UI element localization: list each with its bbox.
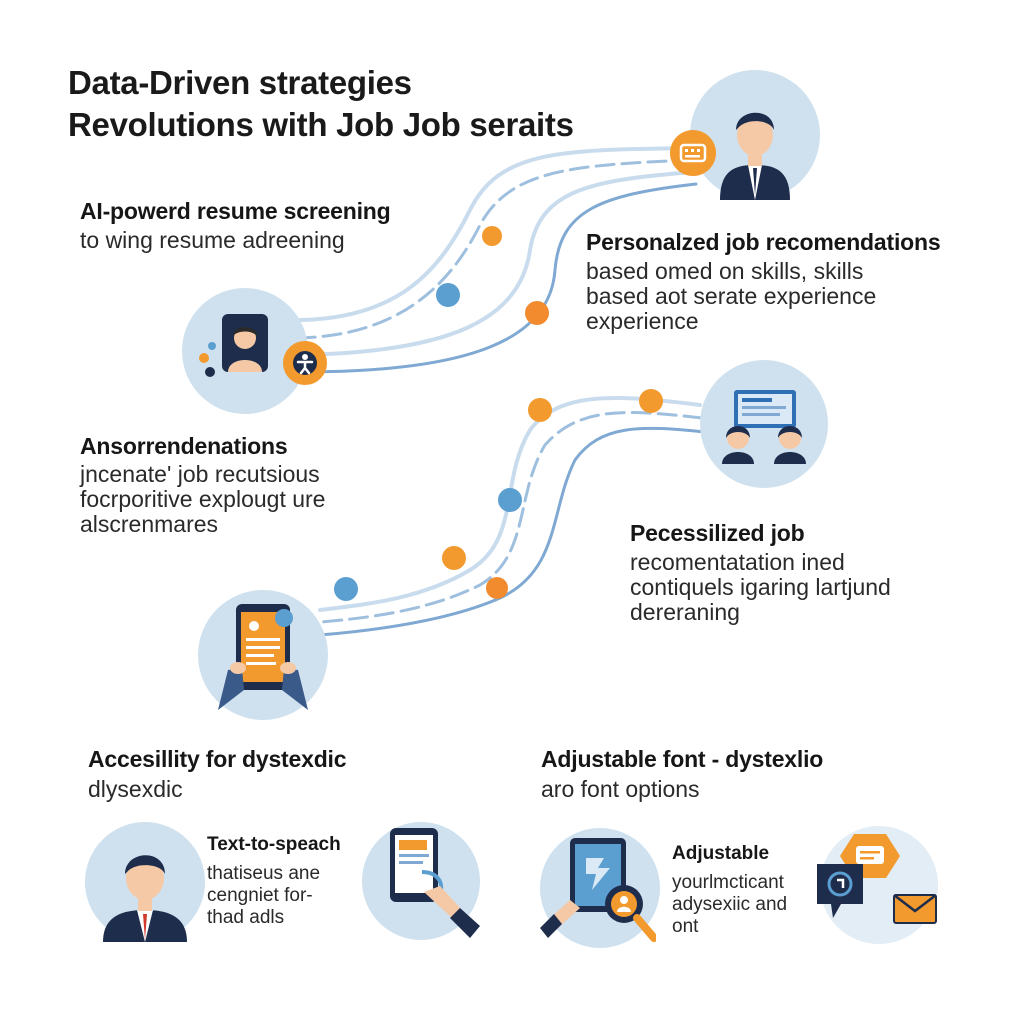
tablet-magnifier-icon xyxy=(540,828,660,948)
page-title: Data-Driven strategies Revolutions with … xyxy=(68,62,574,146)
title-line-2: Revolutions with Job Job seraits xyxy=(68,106,574,143)
personalized-body-2: based aot serate experience xyxy=(586,283,877,309)
keyboard-icon xyxy=(670,130,716,176)
tts-body-3: thad adls xyxy=(207,907,285,928)
ansor-body-2: focrporitive explougt ure xyxy=(80,486,326,512)
tablet-document-icon xyxy=(198,590,328,720)
adjustable-font-body: aro font options xyxy=(541,776,700,802)
accessibility-heading: Accesillity for dystexdic xyxy=(88,746,347,772)
adjustable-font-heading: Adjustable font - dystexlio xyxy=(541,746,824,772)
ansor-body-1: jncenate' job recutsious xyxy=(80,461,320,487)
adjustable-body-1: yourlmcticant xyxy=(672,872,784,893)
pecessilized-heading: Pecessilized job xyxy=(630,520,805,546)
businessman-icon xyxy=(690,70,820,200)
tablet-hand-icon xyxy=(362,822,480,940)
tts-heading: Text-to-speach xyxy=(207,834,341,855)
magnifier-icon xyxy=(600,880,656,944)
ansor-heading: Ansorrendenations xyxy=(80,433,288,459)
adjustable-heading: Adjustable xyxy=(672,843,770,864)
pecessilized-body-3: dereraning xyxy=(630,599,740,625)
tts-body-2: cengniet for- xyxy=(207,885,313,906)
pecessilized-body-2: contiquels igaring lartjund xyxy=(630,574,891,600)
adjustable-body-3: ont xyxy=(672,916,699,937)
tts-body-1: thatiseus ane xyxy=(207,863,321,884)
chat-icon xyxy=(815,860,865,922)
personalized-heading: Personalzed job recomendations xyxy=(586,229,941,255)
accessibility-body: dlysexdic xyxy=(88,776,183,802)
personalized-body-3: experience xyxy=(586,308,699,334)
mail-icon xyxy=(893,893,937,925)
avatar-businessman-icon xyxy=(85,822,205,942)
ai-screening-body: to wing resume adreening xyxy=(80,227,345,253)
title-line-1: Data-Driven strategies xyxy=(68,64,412,101)
ai-screening-heading: AI-powerd resume screening xyxy=(80,198,391,224)
ansor-body-3: alscrenmares xyxy=(80,511,219,537)
accessibility-badge-icon xyxy=(283,341,327,385)
pecessilized-body-1: recomentatation ined xyxy=(630,549,845,575)
team-presentation-icon xyxy=(700,360,828,488)
personalized-body-1: based omed on skills, skills xyxy=(586,258,864,284)
adjustable-body-2: adysexiic and xyxy=(672,894,788,915)
